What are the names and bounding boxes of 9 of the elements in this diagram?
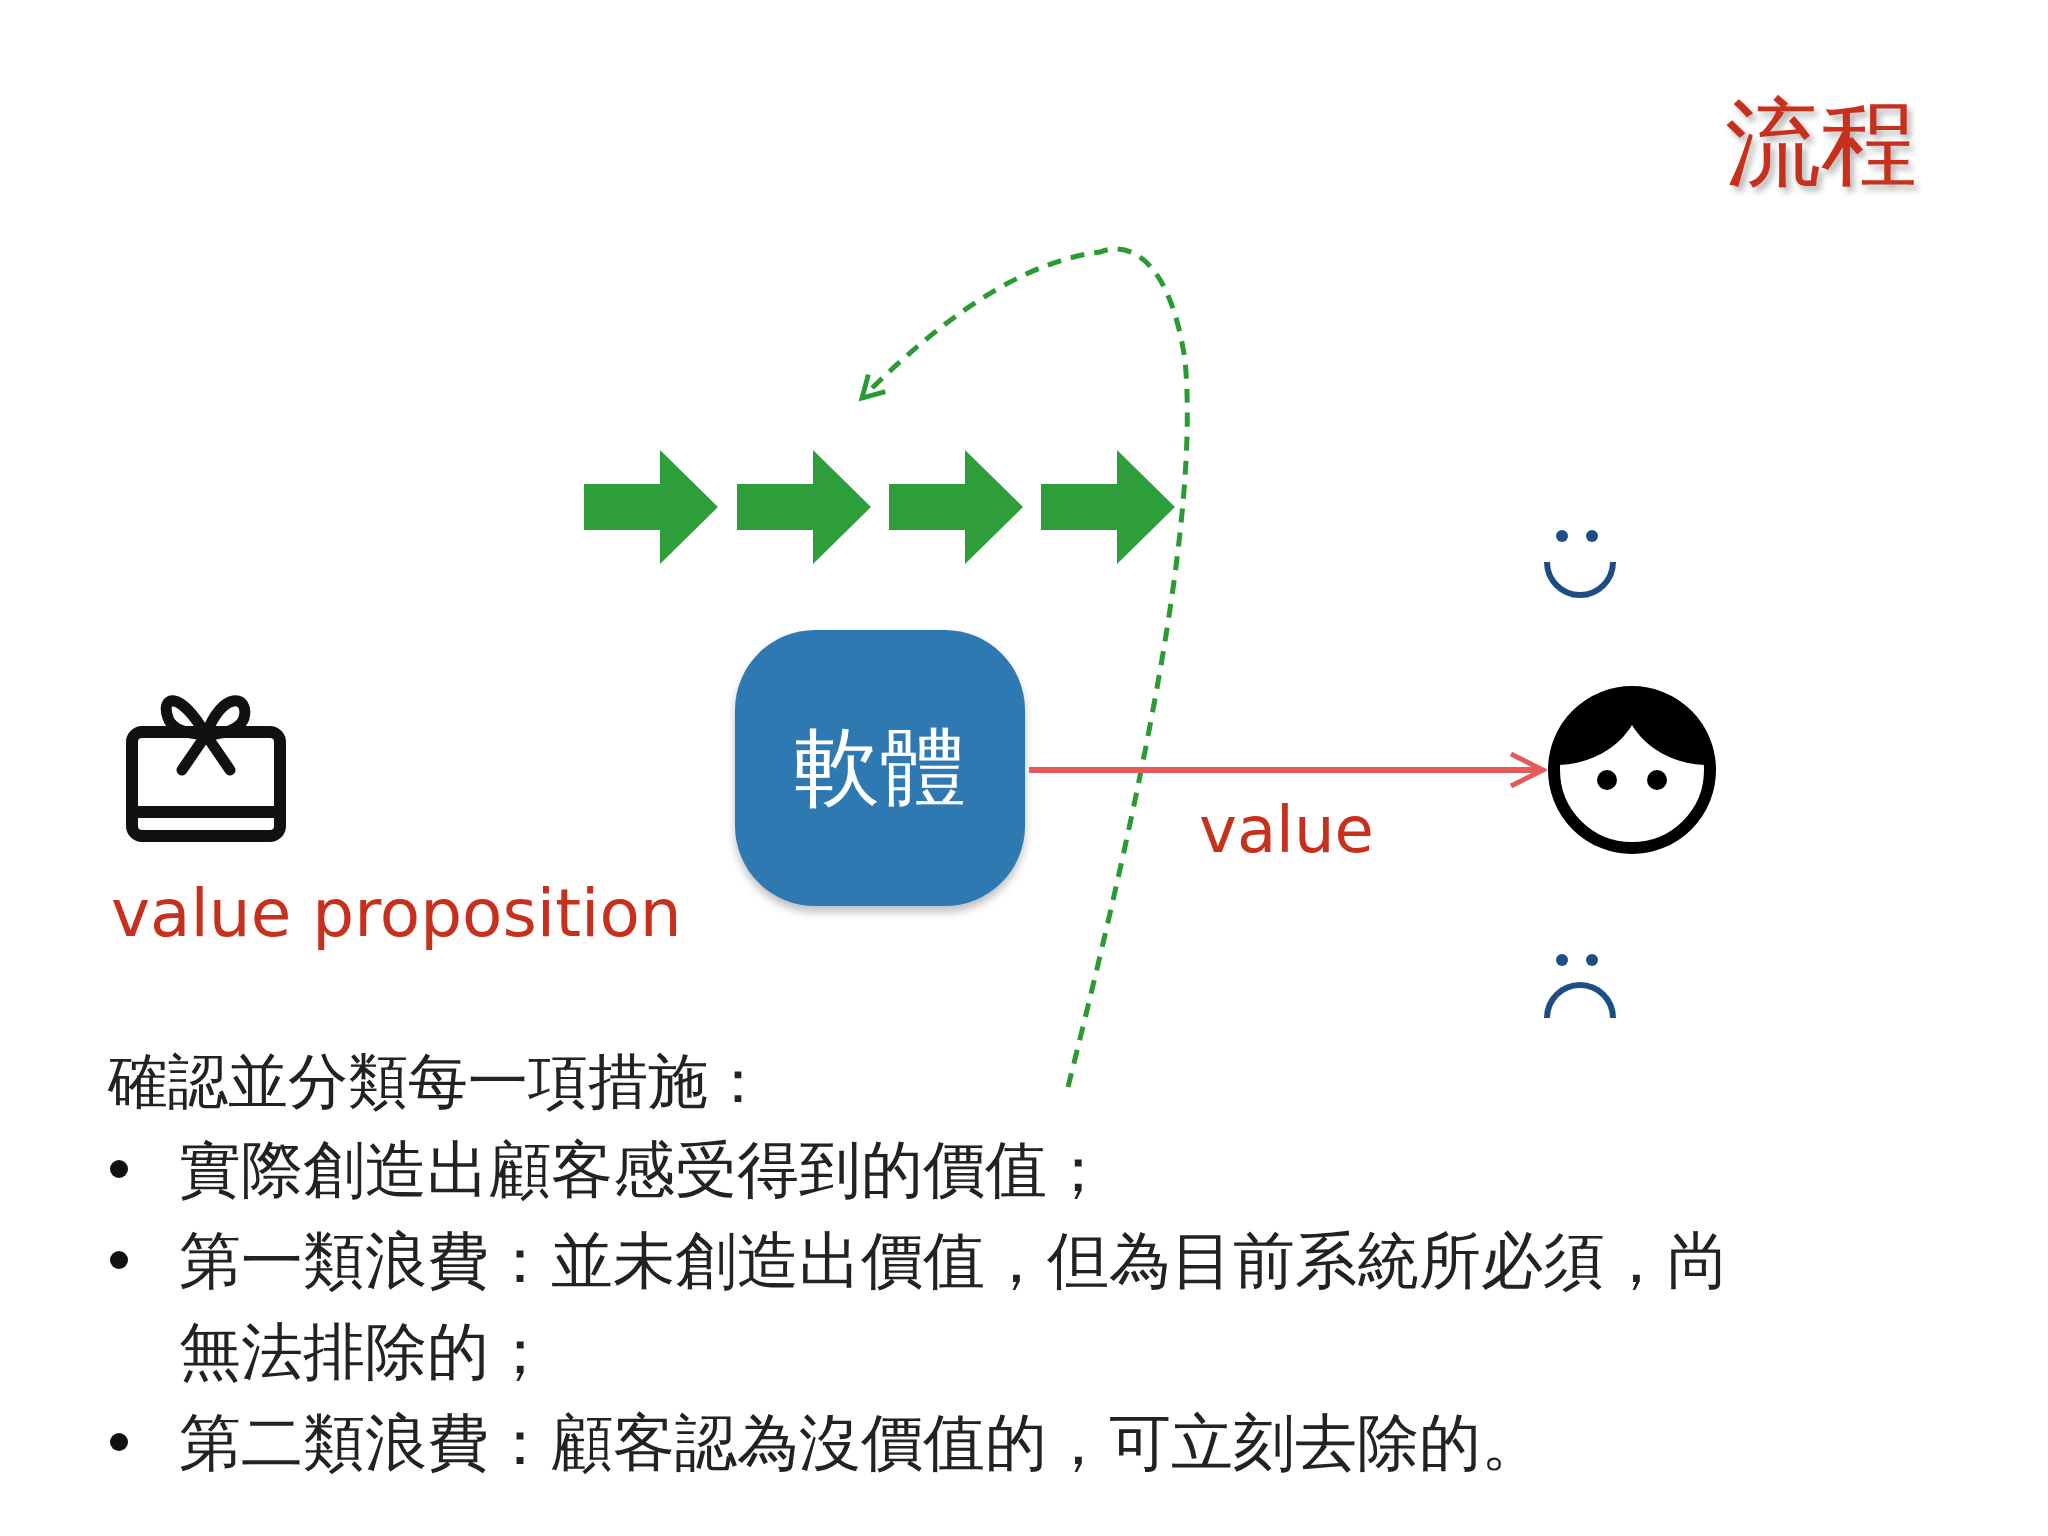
heading: 確認並分類每一項措施：	[108, 1045, 768, 1118]
title: 流程	[1725, 88, 1917, 198]
box-label: 軟體	[794, 715, 966, 819]
arrow	[1029, 751, 1546, 789]
caption: value proposition	[111, 876, 682, 952]
bullet-text: 第一類浪費：並未創造出價值，但為目前系統所必須，尚無法排除的；	[179, 1223, 1730, 1390]
bullet-text: 第二類浪費：顧客認為沒價值的，可立刻去除的。	[179, 1405, 1544, 1481]
bullet-text: 實際創造出顧客感受得到的價值；	[179, 1132, 1110, 1208]
software-box	[735, 630, 1025, 906]
